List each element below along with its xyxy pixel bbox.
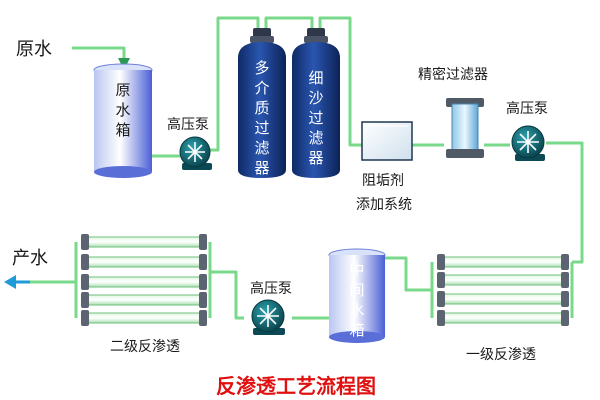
membrane-tube — [81, 274, 207, 290]
pipe-sand-antiscalant — [318, 16, 364, 147]
membrane-tube — [81, 254, 207, 270]
fan-icon — [185, 142, 205, 162]
membrane-tube — [437, 254, 569, 270]
membrane-tube — [437, 291, 569, 307]
first-stage-ro-label: 一级反渗透 — [466, 347, 536, 363]
inlet-label: 原水 — [16, 39, 52, 60]
membrane-tube — [81, 310, 207, 326]
antiscalant-label-1: 阻垢剂 — [362, 173, 404, 189]
first-stage-ro — [437, 254, 569, 326]
second-stage-ro — [81, 234, 207, 326]
high-pressure-pump-3 — [251, 299, 285, 335]
multimedia-filter — [238, 28, 286, 178]
multimedia-filter-label: 多介质过滤器 — [254, 59, 270, 177]
membrane-tube — [437, 310, 569, 326]
fan-icon — [517, 131, 539, 153]
diagram-title: 反渗透工艺流程图 — [216, 374, 376, 398]
pipe-filter-filter — [264, 16, 314, 30]
intermediate-tank — [328, 248, 386, 343]
outlet-label: 产水 — [12, 248, 48, 269]
pipes — [20, 16, 584, 320]
precision-filter-label: 精密过滤器 — [418, 67, 488, 83]
antiscalant-label-2: 添加系统 — [356, 197, 412, 213]
sand-filter-label: 细沙过滤器 — [308, 69, 324, 167]
precision-filter — [446, 98, 484, 158]
second-stage-ro-label: 二级反渗透 — [110, 339, 180, 355]
pipe-pump2-ro1 — [546, 141, 584, 264]
outlet-arrow-icon — [4, 275, 16, 289]
pipe-ro1-tank — [384, 256, 432, 292]
pipe-pump3-ro2 — [210, 270, 244, 320]
fan-icon — [257, 305, 279, 327]
intermediate-tank-label: 中间水箱 — [349, 261, 365, 339]
pump-1-label: 高压泵 — [167, 117, 209, 133]
antiscalant-system — [361, 121, 413, 161]
raw-water-tank — [93, 63, 153, 178]
pipe-inlet — [72, 46, 126, 66]
raw-water-tank-label: 原水箱 — [115, 81, 131, 139]
membrane-tube — [81, 292, 207, 308]
membrane-tube — [81, 234, 207, 250]
pipe-pump1-filter — [206, 16, 260, 152]
pump-3-label: 高压泵 — [250, 281, 292, 297]
pump-2-label: 高压泵 — [506, 101, 548, 117]
high-pressure-pump-1 — [179, 136, 212, 170]
sand-filter — [292, 28, 340, 178]
membrane-tube — [437, 272, 569, 288]
high-pressure-pump-2 — [511, 125, 545, 161]
